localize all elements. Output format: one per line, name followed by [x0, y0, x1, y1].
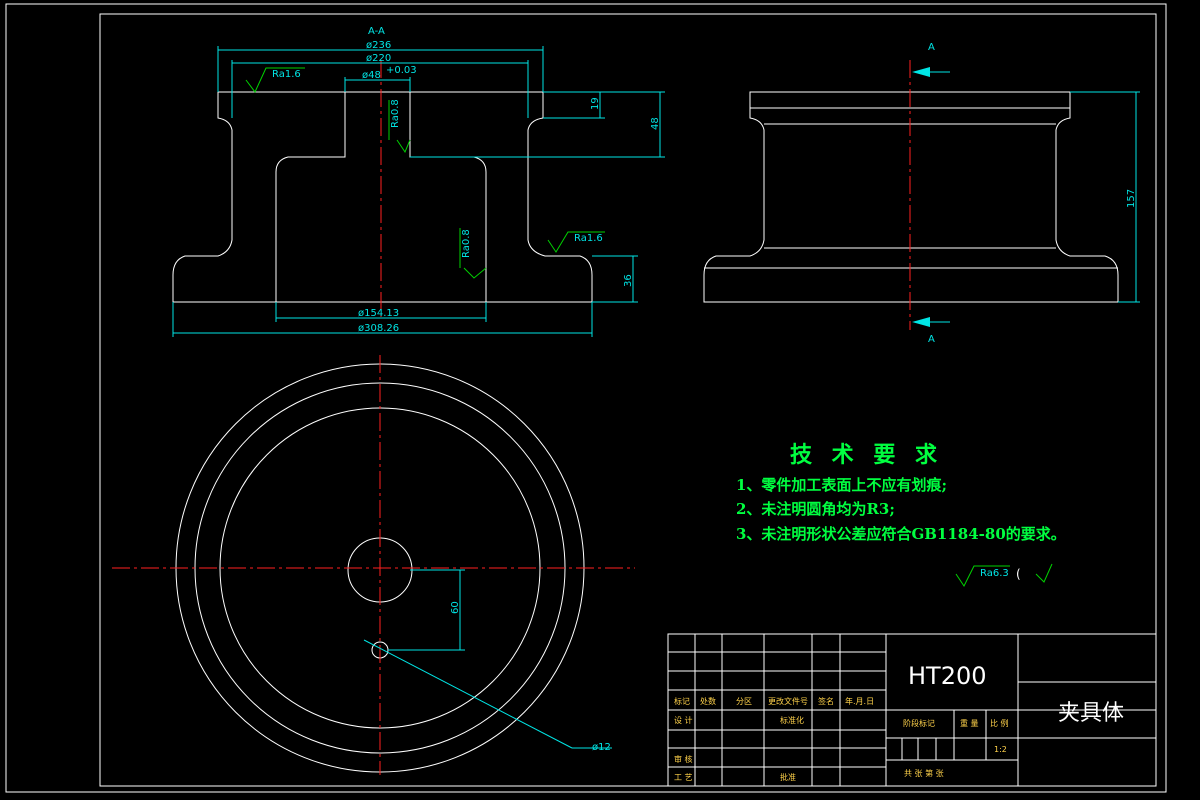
tb-design: 设 计 — [674, 715, 693, 725]
dim-d48: ø48 — [362, 70, 381, 81]
dim-d220: ø220 — [366, 53, 391, 64]
section-view: A-A ø236 ø220 ø48 +0.03 19 48 36 ø154.13… — [172, 26, 665, 337]
roughness-flange-label: Ra1.6 — [574, 233, 603, 244]
material-label: HT200 — [908, 662, 987, 690]
dim-d308: ø308.26 — [358, 323, 399, 334]
part-name: 夹具体 — [1058, 701, 1124, 726]
roughness-inner-symbol — [459, 228, 487, 279]
tb-standardize: 标准化 — [780, 715, 804, 725]
roughness-bore-symbol — [388, 100, 411, 154]
tech-item-2: 2、未注明圆角均为R3; — [736, 500, 895, 518]
dim-d48-tolerance: +0.03 — [386, 65, 417, 76]
tb-header-4: 签名 — [818, 696, 834, 706]
general-roughness-symbol — [955, 563, 1053, 587]
title-block — [667, 633, 1157, 787]
dim-hole-d12: ø12 — [592, 742, 611, 753]
plan-view: 60 ø12 — [112, 355, 635, 775]
roughness-top-label: Ra1.6 — [272, 69, 301, 80]
section-title: A-A — [368, 26, 385, 37]
tech-title: 技 术 要 求 — [790, 442, 943, 468]
cut-label-top: A — [928, 42, 935, 53]
tb-sheets: 共 张 第 张 — [904, 768, 944, 778]
section-hatch-area — [172, 91, 593, 303]
tb-weight: 重 量 — [960, 718, 979, 728]
tb-stage-mark: 阶段标记 — [903, 718, 935, 728]
cut-arrow-top — [912, 67, 950, 77]
inner-frame — [99, 13, 1157, 787]
dim-h36: 36 — [623, 274, 634, 287]
general-roughness-paren: ( — [1016, 567, 1021, 581]
dim-d236: ø236 — [366, 40, 391, 51]
tech-item-1: 1、零件加工表面上不应有划痕; — [736, 476, 947, 494]
tb-scale: 比 例 — [990, 718, 1009, 728]
tb-header-2: 分区 — [736, 697, 752, 706]
tb-header-5: 年.月.日 — [845, 696, 874, 706]
section-dimensions — [172, 46, 665, 337]
tb-review: 审 核 — [674, 754, 693, 764]
outer-frame — [5, 3, 1167, 793]
tech-requirements: 技 术 要 求 1、零件加工表面上不应有划痕; 2、未注明圆角均为R3; 3、未… — [736, 442, 1066, 587]
tb-header-1: 处数 — [700, 696, 716, 706]
tb-approve: 批准 — [780, 772, 796, 782]
tb-scale-value: 1:2 — [994, 745, 1007, 754]
roughness-flange-symbol — [547, 231, 605, 253]
dim-h157: 157 — [1126, 189, 1137, 208]
roughness-inner-label: Ra0.8 — [461, 229, 472, 258]
cut-arrow-bottom — [912, 317, 950, 327]
tb-header-3: 更改文件号 — [768, 696, 808, 706]
cut-label-bottom: A — [928, 334, 935, 345]
roughness-bore-label: Ra0.8 — [390, 99, 401, 128]
tech-item-3: 3、未注明形状公差应符合GB1184-80的要求。 — [736, 525, 1066, 543]
dim-offset-60: 60 — [450, 601, 461, 614]
roughness-top-symbol — [245, 67, 305, 93]
general-roughness-label: Ra6.3 — [980, 568, 1009, 579]
tb-header-0: 标记 — [674, 696, 690, 706]
dim-h19: 19 — [590, 97, 601, 110]
tb-process: 工 艺 — [674, 773, 693, 782]
front-view: 157 A A — [703, 42, 1140, 345]
dim-h48: 48 — [650, 117, 661, 130]
dim-d154: ø154.13 — [358, 308, 399, 319]
